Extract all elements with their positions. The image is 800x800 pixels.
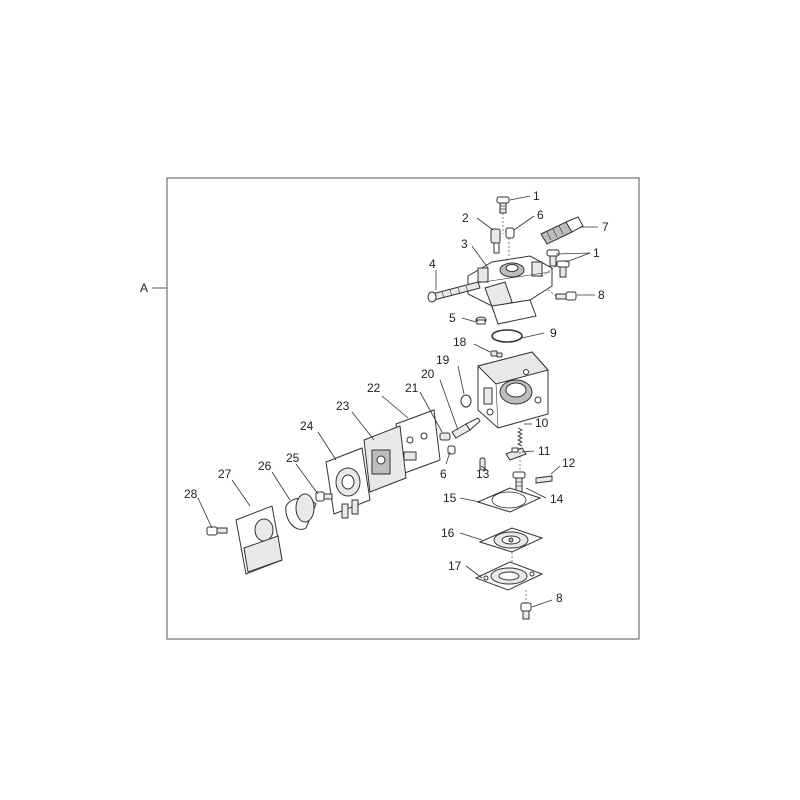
callout-21: 21 bbox=[405, 381, 419, 395]
plate-part-23 bbox=[363, 425, 407, 493]
diaphragm-part-16 bbox=[478, 527, 544, 553]
pin-part-13 bbox=[479, 457, 486, 471]
callout-6: 6 bbox=[537, 208, 544, 222]
plate-part-22 bbox=[395, 409, 441, 475]
callout-20: 20 bbox=[421, 367, 435, 381]
callout-11: 11 bbox=[538, 444, 551, 458]
callout-labels: 1 2 6 7 3 1 4 8 5 9 18 19 20 21 22 23 24… bbox=[184, 189, 609, 605]
lever-part-11 bbox=[505, 447, 527, 461]
plug-part-18 bbox=[490, 350, 503, 358]
callout-18: 18 bbox=[453, 335, 467, 349]
screw-part-1-right bbox=[546, 249, 570, 278]
callout-9: 9 bbox=[550, 326, 557, 340]
callout-25: 25 bbox=[286, 451, 300, 465]
callout-22: 22 bbox=[367, 381, 381, 395]
section-label: A bbox=[140, 281, 148, 295]
pin-part-6-lower bbox=[447, 445, 456, 455]
callout-leaders bbox=[197, 195, 598, 608]
pin-part-12 bbox=[535, 475, 553, 484]
callout-13: 13 bbox=[476, 467, 490, 481]
alignment-lines bbox=[502, 213, 557, 603]
callout-26: 26 bbox=[258, 459, 272, 473]
jet-part-21 bbox=[439, 432, 451, 441]
pin-part-6-upper bbox=[505, 227, 515, 239]
callout-1-right: 1 bbox=[593, 246, 600, 260]
screw-part-8-upper bbox=[555, 291, 577, 301]
o-ring-part-9 bbox=[491, 329, 523, 343]
callout-4: 4 bbox=[429, 257, 436, 271]
carburetor-main-body bbox=[477, 351, 549, 429]
gasket-part-15 bbox=[476, 487, 542, 513]
bracket-part-27 bbox=[235, 505, 283, 575]
lever-part-2 bbox=[490, 228, 501, 254]
callout-3: 3 bbox=[461, 237, 468, 251]
nut-part-5 bbox=[475, 316, 487, 325]
callout-15: 15 bbox=[443, 491, 457, 505]
adjust-screw-part-7 bbox=[540, 216, 584, 245]
callout-10: 10 bbox=[535, 416, 549, 430]
callout-17: 17 bbox=[448, 559, 462, 573]
pump-body-part-24 bbox=[325, 447, 371, 519]
screw-part-28 bbox=[206, 526, 228, 536]
callout-28: 28 bbox=[184, 487, 198, 501]
long-screw-part-4 bbox=[427, 281, 481, 303]
callout-27: 27 bbox=[218, 467, 232, 481]
callout-5: 5 bbox=[449, 311, 456, 325]
callout-7: 7 bbox=[602, 220, 609, 234]
screw-part-14 bbox=[512, 471, 526, 493]
callout-24: 24 bbox=[300, 419, 314, 433]
callout-23: 23 bbox=[336, 399, 350, 413]
callout-6-lower: 6 bbox=[440, 467, 447, 481]
callout-8-upper: 8 bbox=[598, 288, 605, 302]
primer-bulb-part-26 bbox=[285, 493, 317, 530]
callout-19: 19 bbox=[436, 353, 450, 367]
screw-part-1-upper bbox=[496, 196, 510, 214]
washer-part-19 bbox=[460, 394, 472, 408]
callout-16: 16 bbox=[441, 526, 455, 540]
body-part-3 bbox=[467, 255, 553, 325]
cover-part-17 bbox=[474, 561, 544, 591]
callout-2: 2 bbox=[462, 211, 469, 225]
callout-8-lower: 8 bbox=[556, 591, 563, 605]
screw-part-8-lower bbox=[520, 602, 532, 620]
callout-1: 1 bbox=[533, 189, 540, 203]
callout-12: 12 bbox=[562, 456, 576, 470]
needle-part-20 bbox=[451, 417, 481, 439]
diagram-frame bbox=[166, 177, 640, 640]
callout-14: 14 bbox=[550, 492, 564, 506]
screw-part-25 bbox=[315, 491, 333, 502]
